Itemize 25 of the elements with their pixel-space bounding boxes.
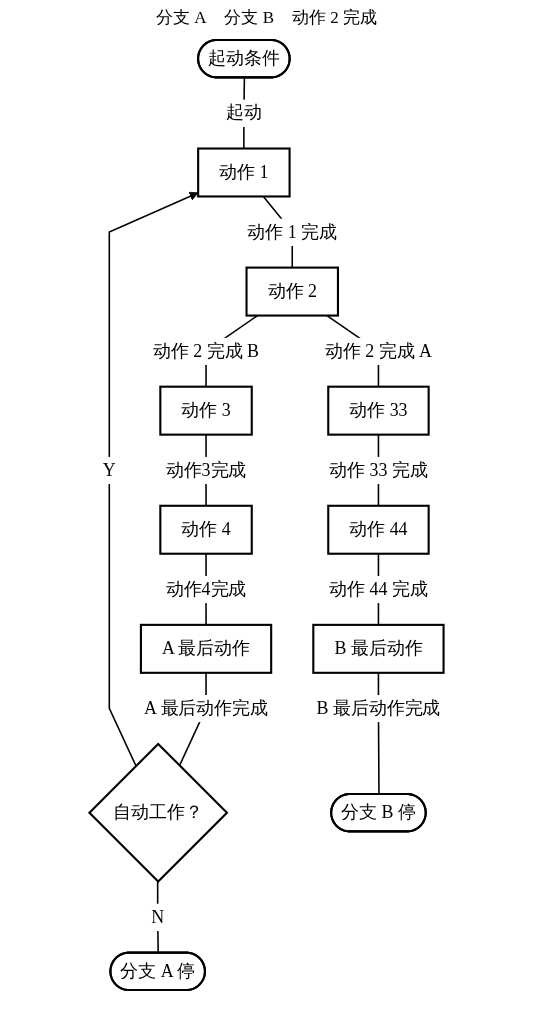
node-box: 动作 4 <box>159 504 253 555</box>
note-label: 动作 2 完成 <box>292 7 378 29</box>
node-box: 动作 2 <box>245 266 339 317</box>
note-label: 分支 A <box>155 7 207 29</box>
edge-label: N <box>151 906 165 927</box>
arrow <box>108 191 199 767</box>
edge-label: Y <box>102 459 116 480</box>
node-diamond: 自动工作？ <box>87 742 229 883</box>
edge-label: 起动 <box>225 102 262 123</box>
node-box: B 最后动作 <box>312 623 445 674</box>
node-box: 动作 1 <box>197 147 291 198</box>
note-label: 分支 B <box>224 7 275 29</box>
edge-label: 动作4完成 <box>165 579 247 600</box>
node-box: 动作 3 <box>159 385 253 436</box>
edge-label: 动作 2 完成 A <box>324 340 432 361</box>
node-box: 动作 44 <box>327 504 430 555</box>
node-box: A 最后动作 <box>139 623 273 674</box>
edge-label: 动作 33 完成 <box>329 459 428 480</box>
edge-label: B 最后动作完成 <box>316 698 441 719</box>
edge-label: A 最后动作完成 <box>144 698 268 719</box>
edge-label: 动作 2 完成 B <box>153 340 260 361</box>
edge-label: 动作3完成 <box>165 459 247 480</box>
edge-label: 动作 44 完成 <box>329 579 428 600</box>
edge-label: 动作 1 完成 <box>247 221 338 242</box>
node-box: 动作 33 <box>327 385 430 436</box>
